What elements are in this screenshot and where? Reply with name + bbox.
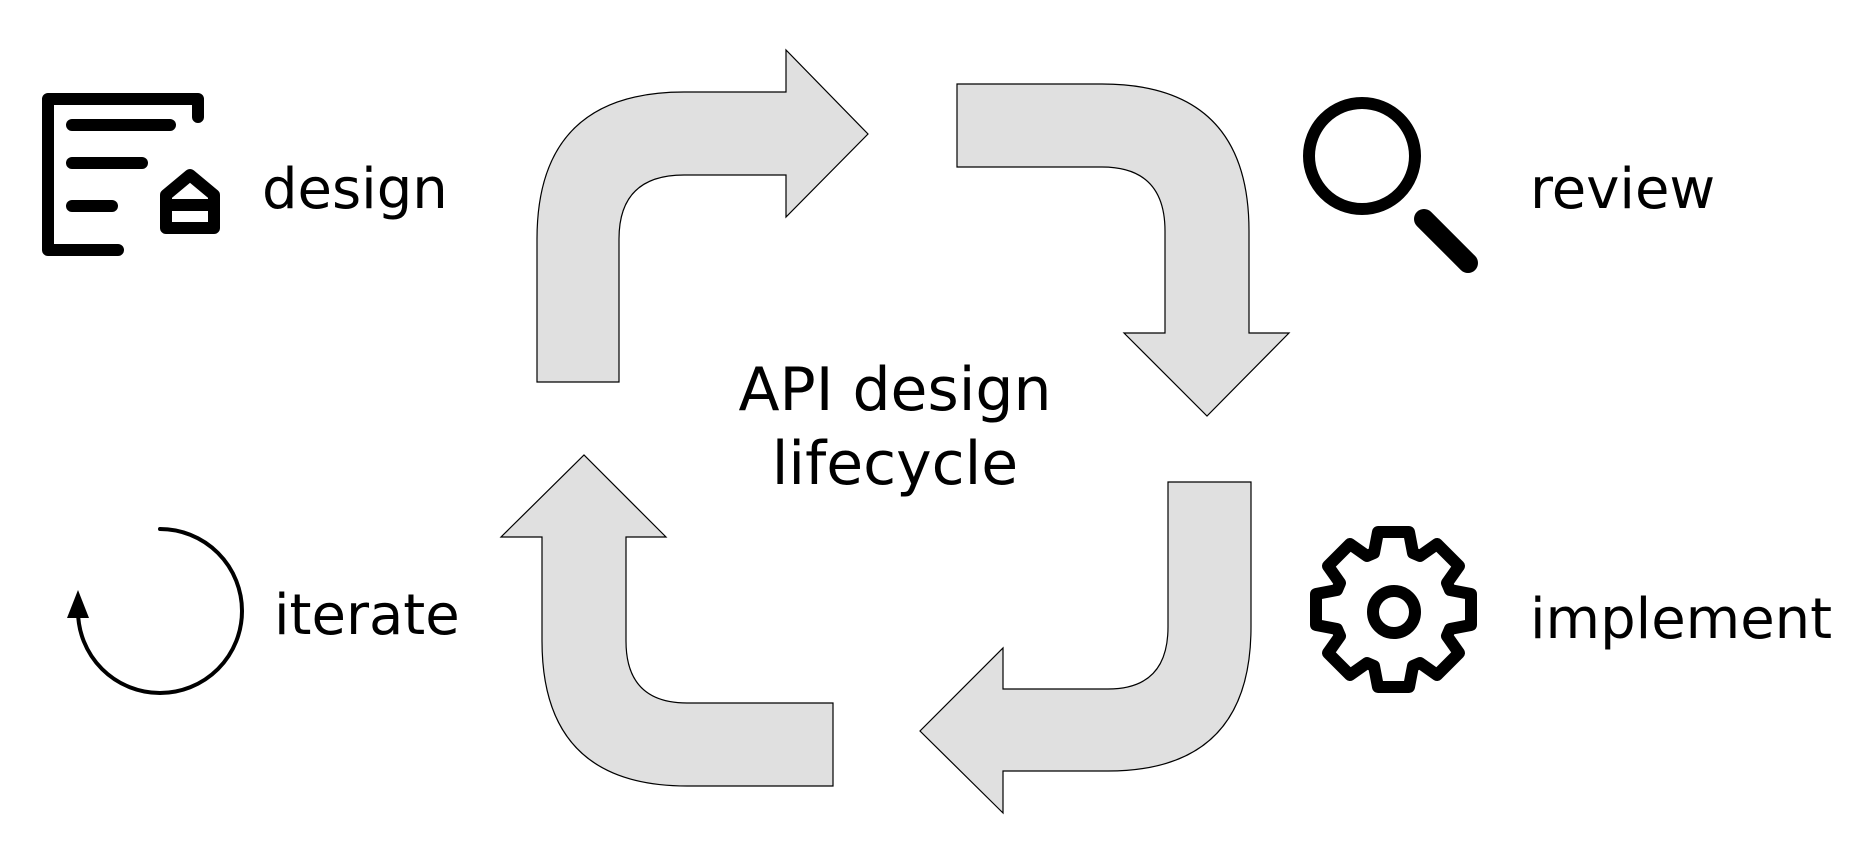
arrow-implement-to-iterate	[919, 481, 1252, 815]
stage-implement: implement	[1310, 526, 1832, 693]
arrow-iterate-to-design	[499, 454, 834, 787]
circular-arrow-icon	[67, 527, 244, 695]
stage-label-iterate: iterate	[274, 583, 460, 648]
arrow-review-to-implement	[956, 83, 1291, 417]
stage-review: review	[1303, 97, 1715, 273]
stage-label-implement: implement	[1530, 587, 1832, 652]
stage-design: design	[42, 93, 448, 256]
cycle-arrows	[499, 48, 1291, 815]
center-title-line2: lifecycle	[772, 429, 1018, 499]
stage-iterate: iterate	[67, 527, 460, 695]
arrow-design-to-review	[536, 48, 869, 383]
center-title-line1: API design	[738, 355, 1051, 425]
gear-icon	[1310, 526, 1477, 693]
stage-label-design: design	[262, 157, 448, 222]
document-edit-icon	[42, 93, 220, 256]
magnifier-icon	[1303, 97, 1478, 273]
stage-label-review: review	[1530, 157, 1715, 222]
